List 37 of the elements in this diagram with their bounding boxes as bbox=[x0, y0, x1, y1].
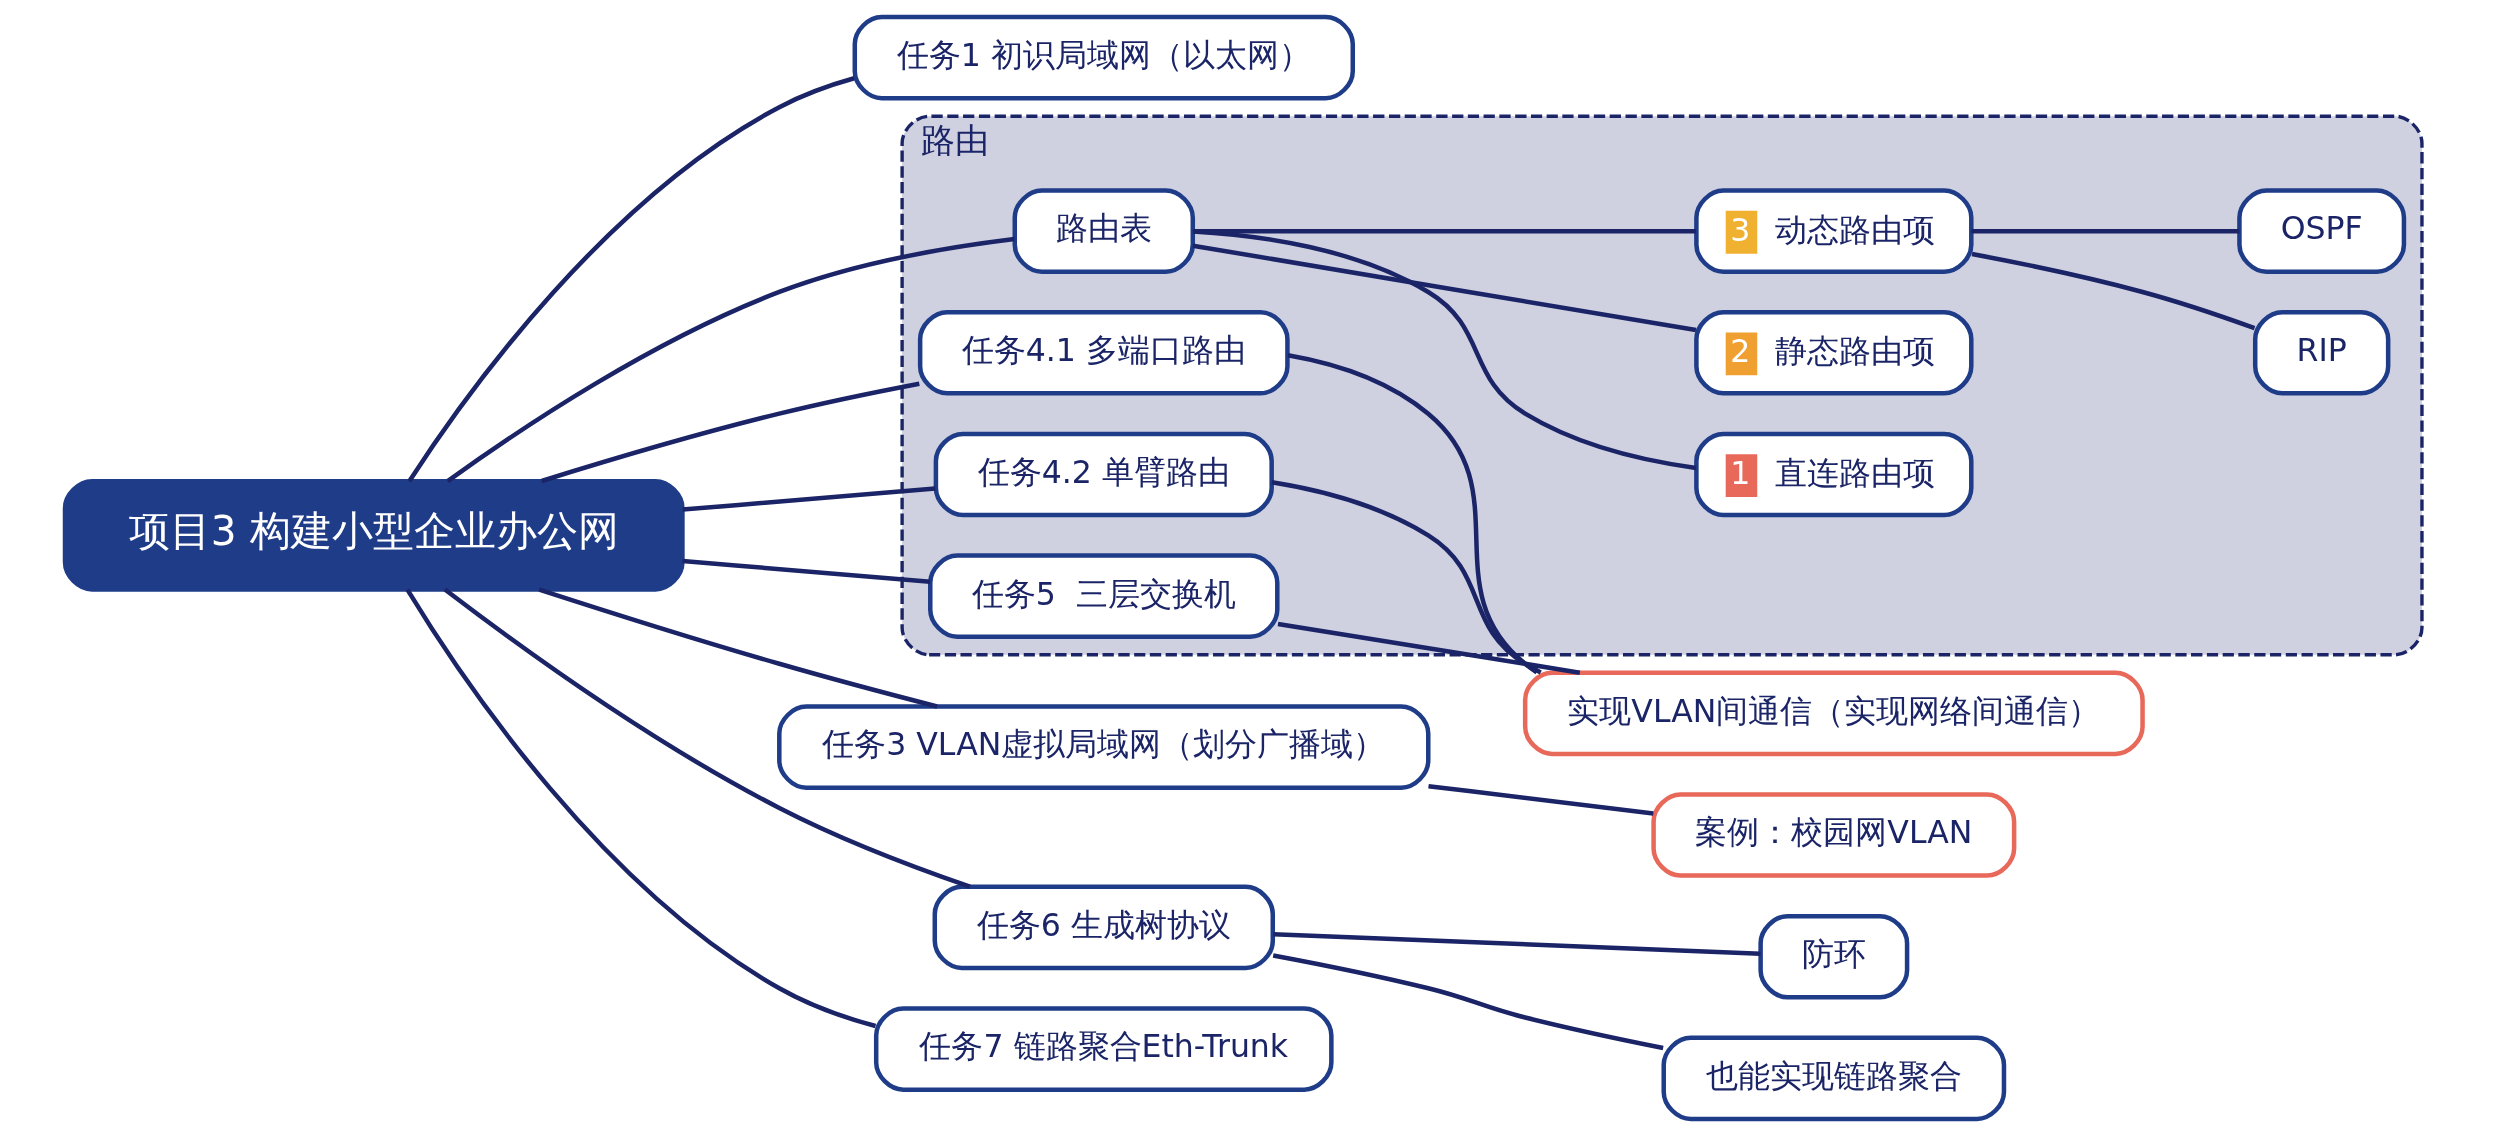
connector bbox=[1971, 251, 2255, 331]
connector bbox=[1277, 621, 1580, 675]
node-box: 也能实现链路聚合 bbox=[1660, 1035, 2006, 1122]
node-box: 任务1 初识局域网（以太网） bbox=[852, 14, 1355, 101]
connector bbox=[1427, 783, 1654, 816]
node-box: 任务4.1 多端口路由 bbox=[917, 310, 1290, 396]
connector bbox=[1970, 228, 2239, 234]
connector bbox=[406, 76, 855, 483]
node-box: 任务5 三层交换机 bbox=[927, 553, 1280, 639]
node-box: 任务4.2 单臂路由 bbox=[933, 431, 1274, 518]
node-box: RIP bbox=[2252, 310, 2390, 396]
node-box: 防环 bbox=[1757, 913, 1909, 1000]
node-box: OSPF bbox=[2236, 188, 2406, 274]
connector bbox=[681, 558, 930, 585]
node-box: 任务3 VLAN虚拟局域网（划分广播域） bbox=[776, 704, 1430, 790]
connector bbox=[1192, 228, 1696, 234]
node-box: 案例：校园网VLAN bbox=[1650, 792, 2016, 878]
connector bbox=[404, 588, 876, 1029]
node-box: 2 静态路由项 bbox=[1693, 310, 1974, 396]
node-box: 项目3 构建小型企业办公网 bbox=[62, 479, 685, 592]
connector bbox=[540, 381, 920, 484]
node-box: 路由表 bbox=[1012, 188, 1195, 274]
connector bbox=[1287, 352, 1538, 675]
connector bbox=[1271, 480, 1542, 675]
node-box: 任务7 链路聚合Eth-Trunk bbox=[873, 1006, 1334, 1092]
node-box: 3 动态路由项 bbox=[1693, 188, 1974, 274]
connector bbox=[1272, 953, 1664, 1051]
node-box: 实现VLAN间通信（实现网络间通信） bbox=[1522, 670, 2145, 757]
node-box: 1 直连路由项 bbox=[1693, 431, 1974, 518]
connector bbox=[445, 236, 1015, 483]
connector bbox=[681, 486, 935, 512]
node-box: 任务6 生成树协议 bbox=[932, 884, 1275, 971]
connector bbox=[1272, 931, 1761, 957]
connector bbox=[538, 587, 938, 709]
connector bbox=[1192, 229, 1696, 471]
connector bbox=[1191, 243, 1696, 333]
connector bbox=[443, 587, 971, 889]
